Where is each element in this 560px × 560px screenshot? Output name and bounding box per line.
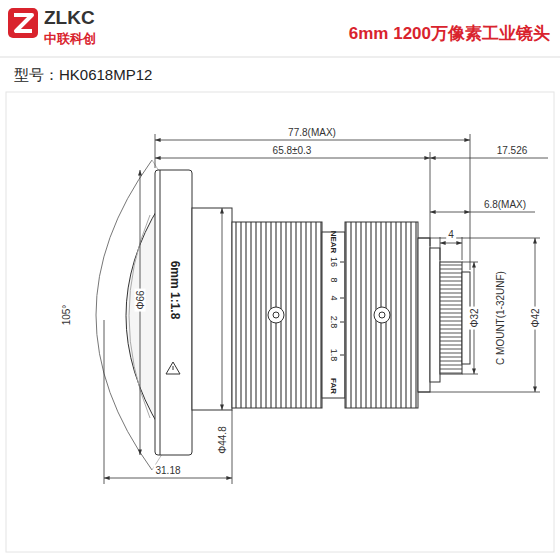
- model-number: 型号：HK0618MP12: [14, 67, 152, 84]
- dimension: Φ32: [469, 306, 480, 329]
- dimension: Φ42: [530, 306, 541, 329]
- dimension: 65.8±0.3: [271, 145, 314, 156]
- focus-scale: 1.8: [328, 349, 338, 362]
- thread-spec: C MOUNT(1-32UNF): [495, 269, 506, 367]
- dimension: 31.18: [153, 465, 182, 476]
- header-title: 6mm 1200万像素工业镜头: [349, 25, 550, 44]
- focus-scale: 16: [328, 257, 338, 267]
- brand-name: ZLKC: [44, 8, 95, 29]
- logo-icon: [8, 8, 38, 38]
- focus-scale: 4: [328, 295, 338, 300]
- dimension: Φ66: [135, 288, 146, 311]
- lens-marking: 6mm 1:1.8: [167, 261, 180, 320]
- brand-name-cn: 中联科创: [44, 32, 96, 46]
- focus-scale: NEAR: [329, 231, 338, 254]
- dimension: 17.526: [495, 145, 530, 156]
- dimension: 6.8(MAX): [482, 199, 528, 210]
- dimension: Φ44.8: [217, 424, 228, 455]
- focus-scale: FAR: [329, 378, 338, 394]
- angle-dimension: 105°: [61, 303, 72, 328]
- dimension: 4: [446, 229, 456, 240]
- dimension: 77.8(MAX): [286, 127, 338, 138]
- focus-scale: 2.8: [328, 316, 338, 329]
- focus-scale: 8: [328, 277, 338, 282]
